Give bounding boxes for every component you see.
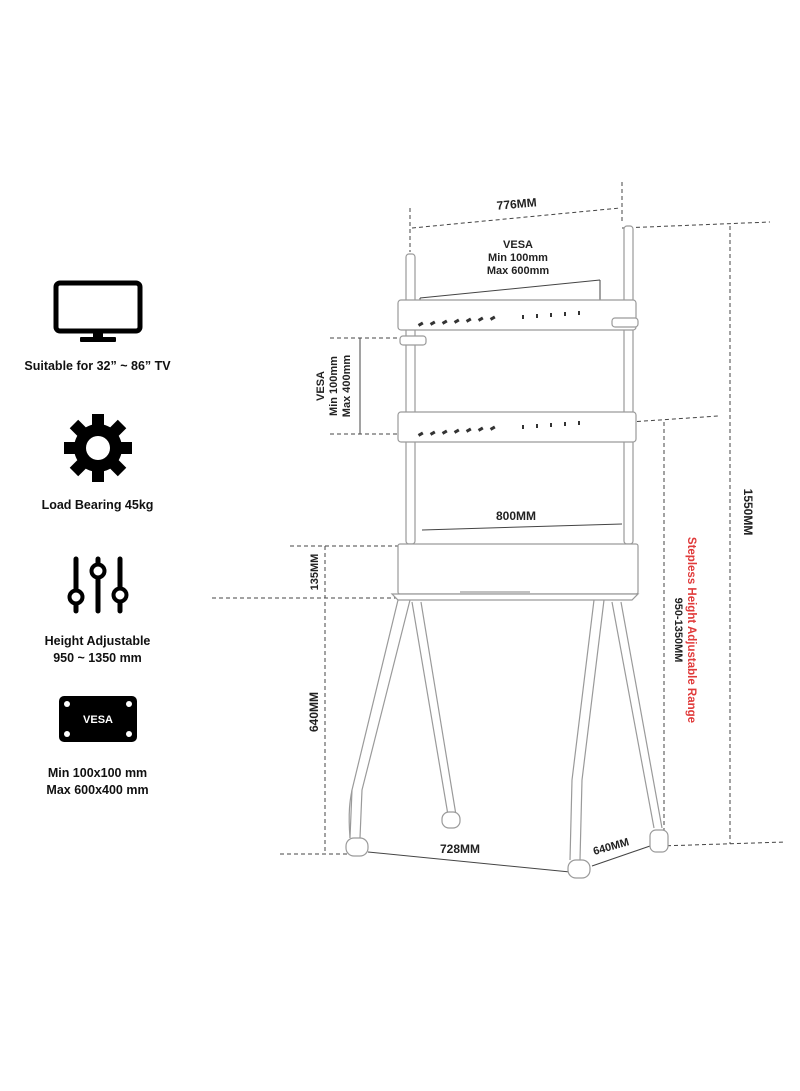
dim-leg-height: 640MM [280, 602, 350, 855]
dim-stepless-range: Stepless Height Adjustable Range 950-135… [629, 415, 719, 830]
caster-back-left [441, 811, 461, 829]
vesa-top-min: Min 100mm [488, 252, 548, 264]
feature-vesa-line2: Max 600x400 mm [46, 783, 149, 797]
feature-load-bearing-label: Load Bearing 45kg [41, 498, 154, 512]
right-pole [623, 225, 634, 545]
vesa-side-min: Min 100mm [328, 356, 340, 416]
left-pole [405, 253, 416, 545]
dim-total-height: 1550MM [621, 221, 786, 847]
dim-base: 728MM 640MM [367, 836, 651, 873]
feature-height-adjustable-label: Height Adjustable 950 ~ 1350 mm [0, 633, 195, 667]
shelf [390, 543, 640, 601]
vesa-plate-icon: VESA [58, 696, 137, 742]
range-value: 950-1350MM [672, 598, 684, 663]
lower-mounting-bar [397, 411, 637, 443]
dim-vesa-side: VESA Min 100mm Max 400mm [315, 337, 400, 435]
dim-shelf-width: 800MM [421, 509, 623, 531]
vesa-side-max: Max 400mm [341, 355, 353, 418]
dim-vesa-top: VESA Min 100mm Max 600mm [419, 239, 601, 318]
vesa-top-max: Max 600mm [487, 265, 550, 277]
feature-tv-size: Suitable for 32” ~ 86” TV [0, 280, 195, 375]
feature-vesa-label: Min 100x100 mm Max 600x400 mm [0, 765, 195, 799]
feature-tv-size-label: Suitable for 32” ~ 86” TV [24, 359, 171, 373]
feature-load-bearing: Load Bearing 45kg [0, 413, 195, 514]
caster-front-left [345, 837, 369, 857]
casters [345, 811, 669, 879]
vesa-top-title: VESA [503, 239, 533, 251]
vesa-badge-text: VESA [83, 714, 113, 726]
feature-height-line1: Height Adjustable [44, 634, 151, 648]
feature-height-adjustable: Height Adjustable 950 ~ 1350 mm [0, 555, 195, 667]
dim-top-width: 776MM [409, 182, 623, 252]
dim-shelf-height: 135MM [212, 545, 398, 599]
vesa-side-title: VESA [315, 371, 327, 401]
top-width-label: 776MM [496, 195, 537, 212]
feature-height-line2: 950 ~ 1350 mm [53, 651, 142, 665]
stand-structure [345, 225, 669, 879]
shelf-width-label: 800MM [496, 509, 536, 523]
base-width-label: 728MM [440, 842, 480, 856]
total-height-label: 1550MM [741, 489, 755, 536]
feature-vesa: VESA Min 100x100 mm Max 600x400 mm [0, 695, 195, 799]
caster-front-right [567, 859, 591, 879]
shelf-height-label: 135MM [309, 554, 321, 591]
gear-icon [63, 414, 132, 482]
upper-mounting-bar [397, 299, 639, 346]
range-title: Stepless Height Adjustable Range [685, 537, 697, 723]
legs [348, 599, 663, 861]
leg-height-label: 640MM [307, 692, 321, 732]
feature-vesa-line1: Min 100x100 mm [47, 766, 148, 780]
caster-back-right [649, 829, 669, 853]
tv-icon [53, 280, 142, 342]
sliders-icon [67, 556, 128, 614]
